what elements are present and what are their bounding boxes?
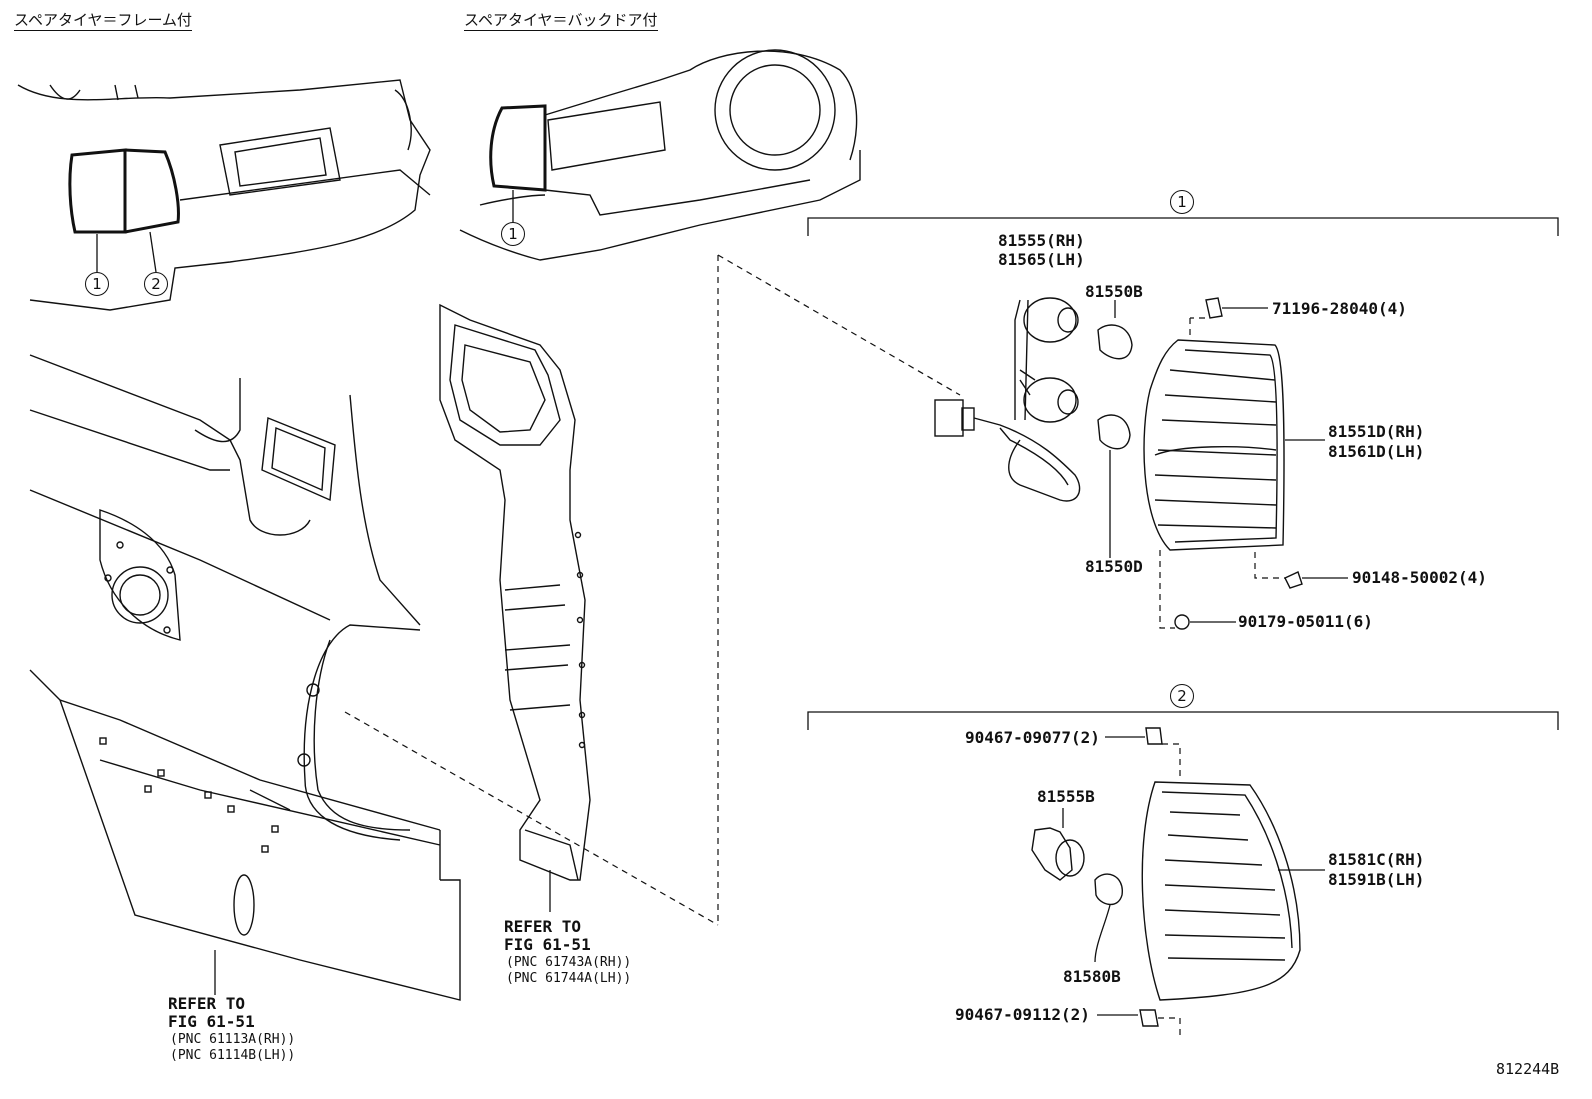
label-socket-b: 81555B [1037, 787, 1095, 806]
group1-parts [934, 297, 1348, 630]
label-bulb-d: 81550D [1085, 557, 1143, 576]
refer-mid-line2: FIG 61-51 [504, 935, 591, 954]
quarter-panel [29, 354, 461, 1001]
label-screw: 90148-50002(4) [1352, 568, 1487, 587]
label-lens2-lh: 81591B(LH) [1328, 870, 1425, 889]
refer-mid-pnc1: (PNC 61743A(RH)) [506, 955, 632, 970]
label-bulb-b: 81550B [1085, 282, 1143, 301]
refer-left-line2: FIG 61-51 [168, 1012, 255, 1031]
label-bulb-80b: 81580B [1063, 967, 1121, 986]
refer-left-pnc1: (PNC 61113A(RH)) [170, 1032, 296, 1047]
label-clip-bottom: 90467-09112(2) [955, 1005, 1090, 1024]
label-clip: 71196-28040(4) [1272, 299, 1407, 318]
label-clip-top: 90467-09077(2) [965, 728, 1100, 747]
refer-mid-line1: REFER TO [504, 917, 582, 936]
inner-bracket [439, 303, 591, 912]
refer-mid-pnc2: (PNC 61744A(LH)) [506, 971, 632, 986]
label-lens-rh: 81551D(RH) [1328, 422, 1425, 441]
label-nut: 90179-05011(6) [1238, 612, 1373, 631]
label-socket-rh: 81555(RH) [998, 231, 1085, 250]
group2-parts [1031, 727, 1325, 1035]
group1-marker: 1 [1170, 190, 1194, 214]
callout-1-frame: 1 [85, 272, 109, 296]
panel-holes [99, 541, 320, 853]
figure-id: 812244B [1496, 1060, 1560, 1078]
refer-left-line1: REFER TO [168, 994, 246, 1013]
label-socket-lh: 81565(LH) [998, 250, 1085, 269]
callout-2-frame: 2 [144, 272, 168, 296]
refer-left-pnc2: (PNC 61114B(LH)) [170, 1048, 296, 1063]
group2-marker: 2 [1170, 684, 1194, 708]
rear-view-frame-mount [17, 79, 431, 311]
heading-frame-mount: スペアタイヤ＝フレーム付 [14, 11, 193, 31]
group1-bracket [807, 217, 1559, 236]
label-lens2-rh: 81581C(RH) [1328, 850, 1425, 869]
group2-bracket [807, 711, 1559, 730]
callout-1-backdoor: 1 [501, 222, 525, 246]
heading-backdoor-mount: スペアタイヤ＝バックドア付 [464, 11, 658, 31]
rear-view-backdoor-mount [459, 49, 861, 261]
label-lens-lh: 81561D(LH) [1328, 442, 1425, 461]
